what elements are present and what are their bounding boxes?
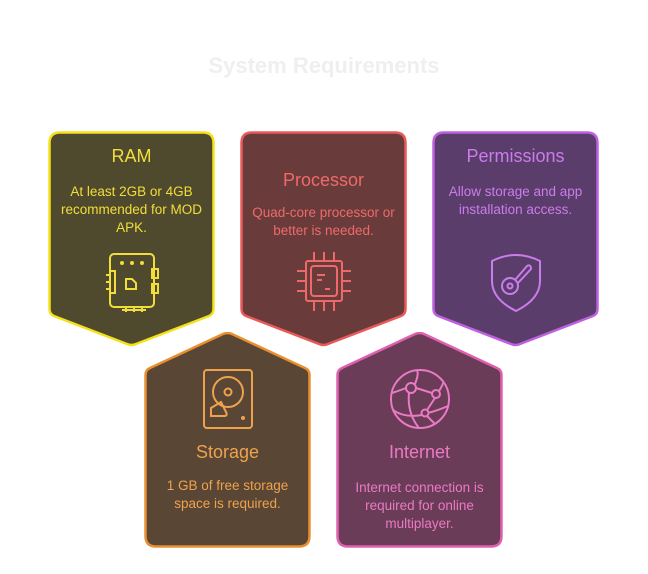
- card-storage: Storage 1 GB of free storage space is re…: [144, 332, 311, 548]
- card-title: Internet: [388, 442, 451, 462]
- card-description: Allow storage and app installation acces…: [448, 184, 583, 217]
- card-internet: Internet Internet connection is required…: [336, 332, 503, 548]
- memory-chip-icon: [105, 253, 159, 312]
- card-shape: [48, 131, 215, 347]
- shield-key-icon: [490, 254, 541, 313]
- card-description: Quad-core processor or better is needed.: [252, 205, 395, 238]
- card-description: 1 GB of free storage space is required.: [166, 478, 289, 511]
- globe-network-icon: [389, 369, 450, 429]
- card-description: Internet connection is required for onli…: [355, 480, 484, 531]
- card-shape: [144, 332, 311, 548]
- card-description: At least 2GB or 4GB recommended for MOD …: [60, 184, 203, 235]
- card-permissions: Permissions Allow storage and app instal…: [432, 131, 599, 347]
- card-title: Processor: [282, 170, 365, 190]
- card-ram: RAM At least 2GB or 4GB recommended for …: [48, 131, 215, 347]
- cpu-icon: [296, 252, 351, 311]
- page-title: System Requirements: [208, 53, 440, 78]
- card-title: RAM: [111, 146, 152, 166]
- card-shape: [336, 332, 503, 548]
- card-title: Permissions: [466, 146, 565, 166]
- card-processor: Processor Quad-core processor or better …: [240, 131, 407, 347]
- hard-drive-icon: [202, 369, 253, 429]
- card-title: Storage: [195, 442, 260, 462]
- card-shape: [432, 131, 599, 347]
- card-shape: [240, 131, 407, 347]
